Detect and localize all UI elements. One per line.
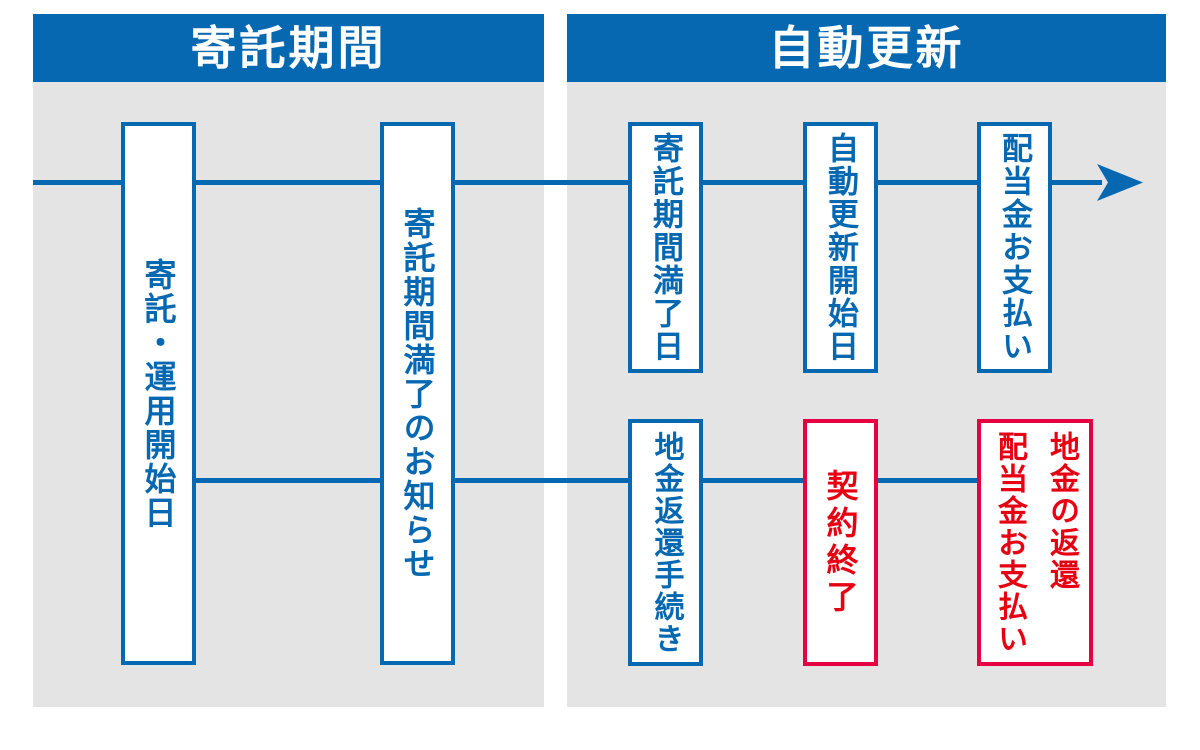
box-contract-end-label: 契約終了 bbox=[822, 468, 859, 617]
section-header-deposit-period: 寄託期間 bbox=[33, 14, 544, 82]
box-final-settlement: 地金の返還 配当金お支払い bbox=[977, 419, 1093, 666]
box-renewal-start: 自動更新開始日 bbox=[803, 122, 878, 373]
section-header-auto-renewal: 自動更新 bbox=[567, 14, 1166, 82]
box-expiry-date: 寄託期間満了日 bbox=[628, 122, 703, 373]
right-arrow-icon bbox=[1097, 164, 1143, 201]
box-return-procedure: 地金返還手続き bbox=[628, 419, 703, 666]
box-dividend-payment: 配当金お支払い bbox=[977, 122, 1052, 373]
section-header-deposit-period-label: 寄託期間 bbox=[190, 22, 387, 74]
section-header-auto-renewal-label: 自動更新 bbox=[768, 22, 965, 74]
timeline-line-lower bbox=[192, 478, 982, 483]
box-expiry-notice-label: 寄託期間満了のお知らせ bbox=[399, 206, 436, 581]
deposit-period-panel bbox=[33, 82, 544, 707]
box-final-settlement-label: 地金の返還 配当金お支払い bbox=[993, 431, 1078, 655]
box-deposit-start: 寄託・運用開始日 bbox=[121, 122, 196, 665]
box-renewal-start-label: 自動更新開始日 bbox=[823, 132, 858, 363]
box-contract-end: 契約終了 bbox=[803, 419, 878, 666]
timeline-line-upper bbox=[33, 180, 1102, 185]
box-deposit-start-label: 寄託・運用開始日 bbox=[140, 257, 177, 530]
box-dividend-payment-label: 配当金お支払い bbox=[997, 132, 1032, 363]
box-return-procedure-label: 地金返還手続き bbox=[649, 430, 683, 655]
box-expiry-notice: 寄託期間満了のお知らせ bbox=[380, 122, 455, 665]
box-expiry-date-label: 寄託期間満了日 bbox=[648, 132, 683, 363]
